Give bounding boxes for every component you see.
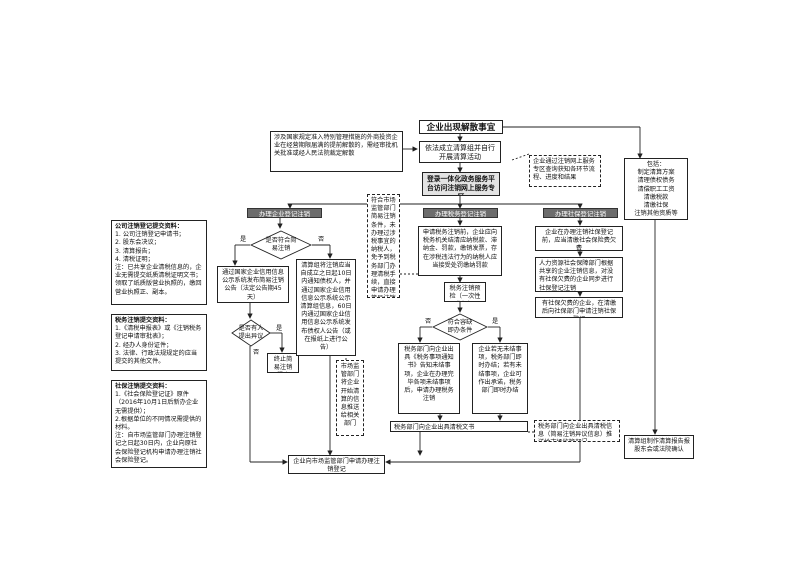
company-docs-box: 公司注销登记提交资料： 1. 公司注销登记申请书； 2. 股东会决议； 3. 清… xyxy=(111,220,207,305)
tax-precheck-box: 税务注销预检（一次性告知） xyxy=(444,282,486,302)
yes-label: 是 xyxy=(492,318,499,325)
tax-instant-box: 企业若无未结事项，税务部门即时办结；若有未结事项，企业可作出承诺，税务部门即时办… xyxy=(472,343,528,414)
includes-item: 清缴税款 xyxy=(643,193,669,201)
notify-process-box: 企业通过注销网上服务专区查询获知各环节流程、进度和结果 xyxy=(529,155,601,187)
includes-item: 清缴社保 xyxy=(643,201,669,209)
diamond-text: 是否符合简易注销 xyxy=(265,236,297,252)
tax-docs-box: 税务注销提交资料： 1.《清税申报表》或《注销税务登记申请审批表》； 2. 经办… xyxy=(111,314,207,371)
doc-item: 2. 股东会决议； xyxy=(115,239,160,247)
platform-box[interactable]: 登录一体化政务服务平台访问注销网上服务专区 xyxy=(422,172,500,196)
general-notice-box: 清算组将注销应当自成立之日起10日内通知债权人，并通过国家企业信用信息公示系统公… xyxy=(296,259,356,356)
diamond-text: 是否有人提出异议 xyxy=(238,324,264,340)
tax-clear-doc-box: 税务部门向企业出具清税文书 xyxy=(390,421,528,432)
yes-label: 是 xyxy=(240,236,247,243)
tax-exempt-note: 符合市场监管部门简易注销条件，未办理过涉税事宜的纳税人，免予到税务部门办理清税手… xyxy=(367,194,400,298)
info-share-box: 市场监管部门将企业开始清算的信息推送给相关部门 xyxy=(336,360,364,436)
doc-item: 1.《清税申报表》或《注销税务登记申请审批表》； xyxy=(115,325,202,341)
diamond-shape xyxy=(250,230,312,260)
social-box-1: 企业在办理注销社保登记前，应当清缴社会保险费欠费 xyxy=(535,226,623,251)
doc-item: 注：已共享企业清税信息的，企业无需提交纸质清税证明文书；领取了纸质版营业执照的，… xyxy=(115,263,202,296)
tax-header: 办理税务登记注销 xyxy=(423,208,498,218)
doc-item: 1.《社会保险登记证》原件（2016年10月1日后新办企业无需提供）； xyxy=(115,391,199,415)
doc-item: 3. 法律、行政法规规定的应当提交的其他文件。 xyxy=(115,349,198,365)
includes-box: 包括： 制定清算方案 清理债权债务 清偿职工工资 清缴税款 清缴社保 注销其他资… xyxy=(624,158,688,220)
company-docs-title: 公司注销登记提交资料： xyxy=(115,223,184,230)
diamond-shape xyxy=(432,313,488,341)
includes-item: 注销其他资质等 xyxy=(634,210,678,218)
dissolution-box: 企业出现解散事宜 xyxy=(419,120,503,134)
no-label: 否 xyxy=(318,236,325,243)
simple-notice-box: 通过国家企业信用信息公示系统发布简易注销公告（法定公告期45天） xyxy=(217,266,289,303)
social-box-2: 人力资源社会保障部门根据共享的企业注销信息，对没有社保欠费的企业同步进行社保登记… xyxy=(535,257,623,292)
social-header: 办理社保登记注销 xyxy=(543,208,618,218)
liquidation-box: 依法成立清算组并自行开展清算活动 xyxy=(419,141,501,163)
objection-diamond: 是否有人提出异议 xyxy=(231,319,271,347)
simple-cancel-diamond: 是否符合简易注销 xyxy=(250,230,312,260)
tax-docs-title: 税务注销提交资料： xyxy=(115,317,171,324)
tax-notice-box: 税务部门向企业出具《税务事项通知书》告知未结事项，企业在办理完毕各项未结事项后，… xyxy=(398,343,460,414)
social-docs-title: 社保注销提交资料： xyxy=(115,383,171,390)
social-docs-box: 社保注销提交资料： 1.《社会保险登记证》原件（2016年10月1日后新办企业无… xyxy=(111,380,207,468)
includes-item: 制定清算方案 xyxy=(637,169,675,177)
no-label: 否 xyxy=(253,349,260,356)
includes-item: 清理债权债务 xyxy=(637,177,675,185)
no-label: 否 xyxy=(425,318,432,325)
tax-push-box: 税务部门向企业出具清税信息（简易注销异议信息）推送给市场监管部门 xyxy=(534,420,620,442)
terminate-box: 终止简易注销程序 xyxy=(267,353,299,373)
yes-label: 是 xyxy=(276,325,283,332)
diamond-shape xyxy=(231,319,271,347)
doc-item: 2. 经办人身份证件； xyxy=(115,341,173,349)
final-registration-box: 企业向市场监管部门申请办理注销登记 xyxy=(288,455,385,474)
includes-item: 清偿职工工资 xyxy=(637,185,675,193)
doc-item: 1. 公司注销登记申请书； xyxy=(115,231,185,239)
includes-label: 包括： xyxy=(646,161,666,168)
tax-apply-box: 申请税务注销前，企业应向税务机关结清应纳税款、滞纳金、罚款，缴销发票，存在涉税违… xyxy=(418,226,502,276)
special-approval-box: 涉及国家规定准入特别管理措施的外商投资企业在经营期限届满的提前解散的，需经审批机… xyxy=(270,131,403,172)
doc-item: 4. 清税证明； xyxy=(115,255,154,263)
doc-item: 3. 清算报告； xyxy=(115,247,154,255)
diamond-text: 符合容缺即办条件 xyxy=(447,318,473,334)
market-reg-header: 办理企业登记注销 xyxy=(247,208,322,218)
social-box-3: 有社保欠费的企业，在清缴后向社保部门申请注销社保登记 xyxy=(535,297,623,318)
doc-item: 注：自市场监管部门办理注销登记之日起30日内，企业向原社会保险登记机构申请办理注… xyxy=(115,432,202,464)
doc-item: 2.根据单位的不同情况需提供的材料。 xyxy=(115,415,202,431)
tax-condition-diamond: 符合容缺即办条件 xyxy=(432,313,488,341)
final-report-box: 清算组制作清算报告报股东会或法院确认 xyxy=(624,435,694,459)
